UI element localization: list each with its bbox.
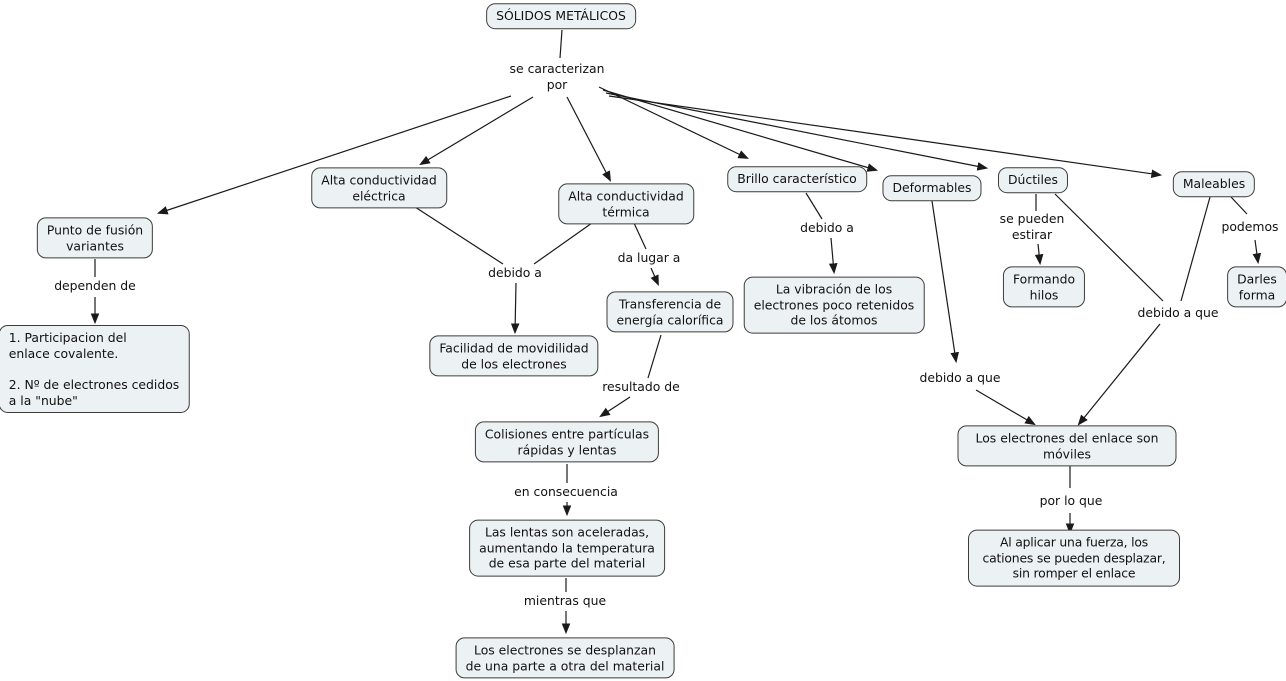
node-lentas-aceleradas[interactable]: Las lentas son aceleradas, aumentando la… [469, 519, 665, 577]
link-por-lo-que: por lo que [1039, 492, 1103, 508]
node-deformables[interactable]: Deformables [882, 175, 982, 201]
edge-dalugar-to-transferencia [650, 267, 659, 286]
link-se-pueden-estirar: se pueden estirar [999, 210, 1065, 242]
edge-root-to-hub-label [559, 29, 563, 59]
node-brillo-caracteristico[interactable]: Brillo característico [727, 166, 867, 192]
edge-ductiles-to-debidoaque2 [1054, 193, 1164, 302]
link-mientras-que: mientras que [523, 592, 607, 608]
node-solidos-metalicos[interactable]: SÓLIDOS METÁLICOS [486, 3, 636, 29]
edge-electrica-to-debido [414, 206, 504, 265]
link-se-caracterizan-por: se caracterizan por [509, 60, 605, 92]
node-electrones-desplazan[interactable]: Los electrones se desplanzan de una part… [455, 637, 675, 679]
link-debido-a-conductividad: debido a [488, 264, 542, 280]
link-en-consecuencia: en consecuencia [514, 483, 618, 499]
node-punto-fusion[interactable]: Punto de fusión variantes [36, 217, 154, 259]
edge-transferencia-to-resultado [647, 334, 662, 379]
edge-hub-to-deformables [602, 89, 879, 172]
node-colisiones-particulas[interactable]: Colisiones entre partículas rápidas y le… [474, 421, 660, 463]
node-aplicar-fuerza[interactable]: Al aplicar una fuerza, los cationes se p… [968, 529, 1180, 587]
edge-termica-to-dalugar [633, 222, 647, 250]
edge-hub-to-alta-termica [566, 96, 611, 182]
node-alta-conductividad-electrica[interactable]: Alta conductividad eléctrica [311, 167, 447, 209]
link-da-lugar-a: da lugar a [617, 249, 681, 265]
edge-hub-to-maleables [608, 95, 1163, 179]
edge-maleables-to-podemos [1230, 196, 1248, 215]
link-dependen-de: dependen de [54, 277, 136, 293]
edge-debido-to-vibracion [828, 237, 838, 275]
edge-resultado-to-colisiones [599, 396, 631, 418]
node-electrones-moviles[interactable]: Los electrones del enlace son móviles [957, 425, 1177, 467]
edge-hub-to-ductiles [605, 92, 989, 171]
edge-hub-to-alta-electrica [419, 96, 534, 166]
edge-podemos-to-darles [1252, 239, 1262, 265]
link-debido-a-brillo: debido a [800, 219, 854, 235]
node-alta-conductividad-termica[interactable]: Alta conductividad térmica [558, 183, 694, 225]
node-darles-forma[interactable]: Darles forma [1227, 266, 1286, 308]
node-vibracion-electrones[interactable]: La vibración de los electrones poco rete… [743, 276, 925, 334]
node-maleables[interactable]: Maleables [1172, 171, 1256, 197]
edge-hub-to-brillo [598, 86, 749, 159]
node-facilidad-movilidad[interactable]: Facilidad de movidilidad de los electron… [429, 335, 599, 377]
edge-debidoaque2-to-moviles [1077, 323, 1161, 426]
node-formando-hilos[interactable]: Formando hilos [1002, 266, 1086, 308]
link-resultado-de: resultado de [602, 378, 680, 394]
edge-debido-to-facilidad [510, 282, 520, 335]
edge-hub-to-punto-fusion [156, 95, 512, 215]
node-transferencia-energia[interactable]: Transferencia de energía calorífica [606, 291, 734, 333]
link-debido-a-que-maleables: debido a que [1137, 304, 1219, 320]
link-debido-a-que-deformables: debido a que [919, 369, 1001, 385]
edge-brillo-to-debido [805, 192, 823, 220]
edge-estirar-to-formando [1034, 243, 1044, 266]
edge-maleables-to-debidoaque2 [1180, 196, 1211, 302]
node-ductiles[interactable]: Dúctiles [997, 167, 1069, 193]
link-podemos: podemos [1221, 218, 1279, 234]
edge-deformables-to-debidoaque [931, 200, 959, 364]
edge-debidoaque-to-moviles [975, 389, 1036, 426]
edge-termica-to-debido [533, 222, 593, 265]
node-factores-fusion[interactable]: 1. Participacion del enlace covalente. 2… [0, 324, 190, 414]
